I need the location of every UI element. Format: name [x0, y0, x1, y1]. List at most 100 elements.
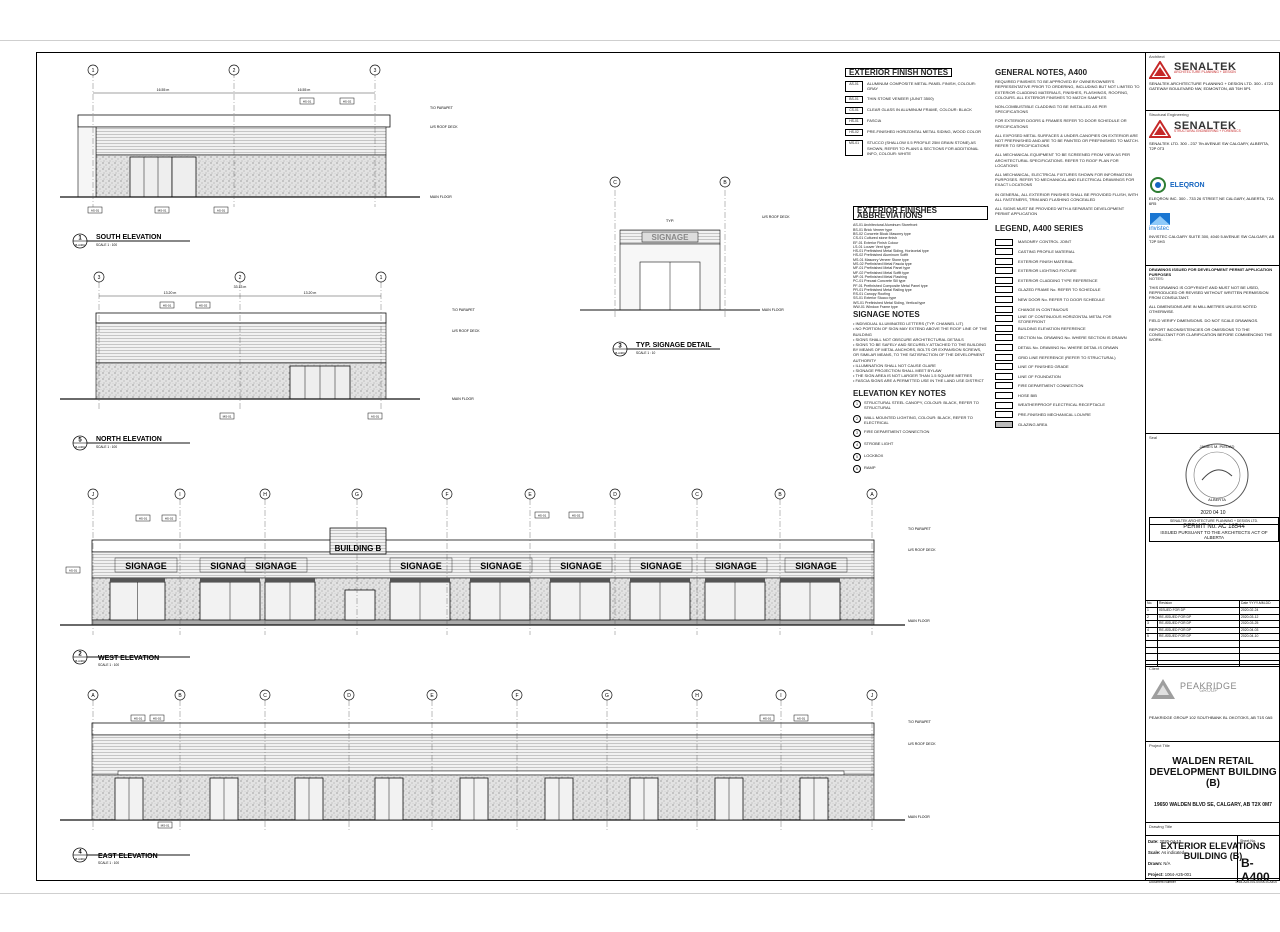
legend-symbol-icon: [995, 267, 1013, 275]
svg-text:U/S ROOF DECK: U/S ROOF DECK: [452, 329, 480, 333]
finish-tag: [87, 206, 103, 214]
viewer-top-toolbar: [0, 0, 1280, 41]
legend-item: GLAZED FRAME No. REFER TO SCHEDULE: [995, 285, 1140, 295]
svg-text:MS-01: MS-01: [161, 824, 170, 828]
grid-bubble: [511, 689, 523, 701]
svg-text:T/O PARAPET: T/O PARAPET: [908, 720, 932, 724]
svg-text:SCALE 1 : 100: SCALE 1 : 100: [98, 663, 119, 667]
signage-note-item: • NO PORTION OF SIGN MAY EXTEND ABOVE TH…: [853, 326, 988, 337]
grid-label: F: [445, 492, 448, 498]
svg-text:HS-02: HS-02: [199, 304, 208, 308]
general-note-item: ALL EXPOSED METAL SURFACES & UNDER-CANOP…: [995, 132, 1139, 149]
svg-text:B-A400: B-A400: [75, 659, 85, 663]
grid-label: H: [695, 693, 699, 699]
legend-symbol-icon: [995, 296, 1013, 304]
abbreviation-item: RS-01 Canopy Roofing: [853, 292, 890, 297]
abbreviation-item: MP-01 Prefinished Metal Flashing: [853, 274, 907, 279]
finish-tag: [154, 206, 170, 214]
grid-bubble: [259, 689, 271, 701]
grid-bubble: [174, 689, 186, 701]
legend-item: GLAZING AREA: [995, 419, 1140, 429]
general-note-item: ALL SIGNS MUST BE PROVIDED WITH A SEPARA…: [995, 206, 1125, 217]
general-note-item: ALL MECHANICAL EQUIPMENT TO BE SCREENED …: [995, 152, 1131, 168]
legend-symbol-icon: [995, 315, 1013, 323]
svg-text:MAIN FLOOR: MAIN FLOOR: [452, 397, 474, 401]
legend-symbol-icon: [995, 372, 1013, 380]
svg-text:AS-01: AS-01: [91, 209, 100, 213]
legend-symbol-icon: [995, 382, 1013, 390]
abbreviation-item: WW-01 Window Frame type: [853, 305, 898, 310]
svg-text:5: 5: [78, 438, 82, 444]
general-note-item: REQUIRED FINISHES TO BE APPROVED BY OWNE…: [995, 79, 1140, 100]
svg-text:B-A400: B-A400: [615, 351, 625, 355]
view-title: NORTH ELEVATION: [96, 436, 162, 443]
grid-label: B: [178, 693, 182, 699]
svg-text:AS-01: AS-01: [69, 569, 78, 573]
senaltek-logo-icon: [1149, 120, 1171, 138]
grid-bubble: [441, 488, 453, 500]
svg-text:HS-01: HS-01: [134, 717, 143, 721]
senaltek-logo-icon: [1149, 61, 1171, 79]
grid-bubble: [774, 488, 786, 500]
svg-text:HS-01: HS-01: [538, 514, 547, 518]
dimension-label: 13.20 m: [304, 291, 317, 295]
section-heading: GENERAL NOTES, A400: [995, 68, 1088, 77]
revision-row: [1146, 654, 1280, 661]
legend-symbol-icon: [995, 334, 1013, 342]
grid-bubble: [775, 689, 787, 701]
grid-label: B: [778, 492, 782, 498]
svg-text:MS-01: MS-01: [158, 209, 167, 213]
view-title: SOUTH ELEVATION: [96, 234, 161, 241]
legend-item: EXTERIOR LIGHTING FIXTURE: [995, 266, 1140, 276]
grid-label: C: [613, 180, 617, 186]
peakridge-logo-icon: [1151, 679, 1175, 699]
grid-label: 3: [98, 275, 101, 281]
grid-label: G: [355, 492, 359, 498]
finish-tag: [213, 206, 229, 214]
svg-text:AS-01: AS-01: [371, 415, 380, 419]
grid-bubble: [87, 689, 99, 701]
signage-note-item: • FASCIA SIGNS ARE A PERMITTED USE IN TH…: [853, 378, 984, 384]
svg-text:U/S ROOF DECK: U/S ROOF DECK: [908, 742, 936, 746]
legend-item: LINE OF FINISHED GRADE: [995, 362, 1140, 372]
building-entrance: [344, 589, 376, 621]
svg-text:MAIN FLOOR: MAIN FLOOR: [762, 308, 784, 312]
level-label: U/S ROOF DECK: [430, 125, 458, 129]
legend-symbol-icon: [995, 276, 1013, 284]
viewer-bottom-toolbar: [0, 893, 1280, 932]
title-block-note: FIELD VERIFY DIMENSIONS. DO NOT SCALE DR…: [1149, 318, 1259, 323]
drawing-title: EXTERIOR ELEVATIONS BUILDING (B): [1160, 841, 1266, 861]
svg-text:TYP.: TYP.: [666, 218, 674, 223]
grid-bubble: [691, 689, 703, 701]
signage-note-item: • SIGNS SHALL NOT OBSCURE ARCHITECTURAL …: [853, 336, 964, 342]
grid-label: J: [871, 693, 874, 699]
legend-item: EXTERIOR CLADDING TYPE REFERENCE: [995, 276, 1140, 286]
legend-symbol-icon: [995, 286, 1013, 294]
project-address: 19650 WALDEN BLVD SE, CALGARY, AB T2X 0M…: [1154, 802, 1272, 808]
signage-text: SIGNAGE: [715, 561, 757, 571]
eleqron-logo-icon: [1150, 177, 1166, 193]
legend-item: GRID LINE REFERENCE (REFER TO STRUCTURAL…: [995, 352, 1140, 362]
legend-item: BUILDING ELEVATION REFERENCE: [995, 324, 1140, 334]
svg-text:HS-02: HS-02: [153, 717, 162, 721]
title-block-note: ALL DIMENSIONS ARE IN MILLIMETRES UNLESS…: [1149, 304, 1257, 314]
svg-text:HS-01: HS-01: [763, 717, 772, 721]
section-heading: SIGNAGE NOTES: [853, 310, 920, 319]
abbreviation-item: LS-01 Louver Vent type: [853, 244, 891, 249]
abbreviation-item: SS-01 Exterior Stucco type: [853, 296, 897, 301]
grid-label: D: [347, 693, 351, 699]
grid-label: G: [605, 693, 609, 699]
signage-notes: SIGNAGE NOTES • INDIVIDUAL ILLUMINATED L…: [853, 310, 988, 384]
grid-label: B: [723, 180, 727, 186]
revision-row: [1146, 660, 1280, 668]
svg-text:U/S ROOF DECK: U/S ROOF DECK: [762, 215, 790, 219]
svg-text:2: 2: [78, 652, 82, 658]
signage-text: SIGNAGE: [255, 561, 297, 571]
seal-date: 2020 04 10: [1200, 510, 1226, 516]
